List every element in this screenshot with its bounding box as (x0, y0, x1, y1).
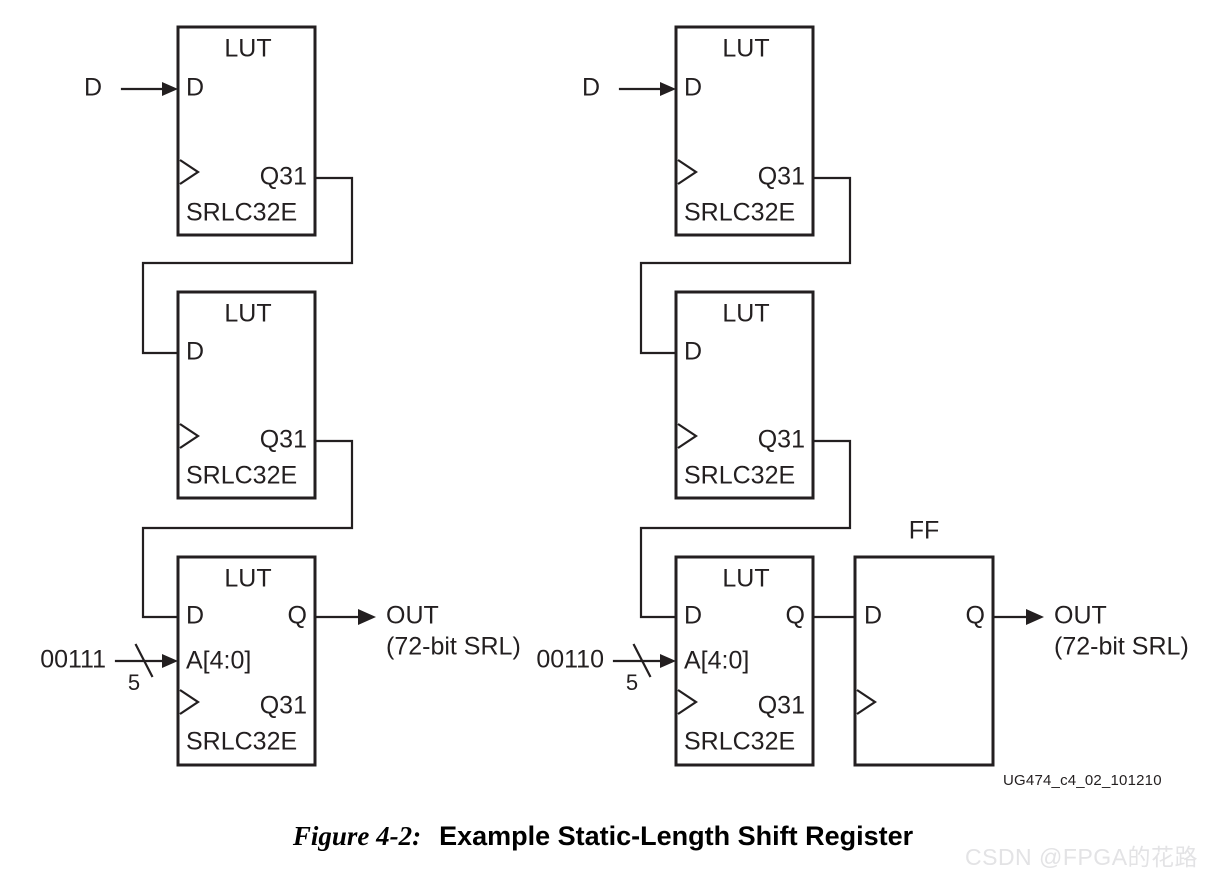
right-lut-1-clock-icon (677, 159, 698, 185)
left-lut-3-clock-icon (179, 689, 200, 715)
left-lut-3-subtitle: SRLC32E (186, 728, 297, 756)
right-lut-2-pin-q31: Q31 (758, 426, 805, 454)
left-lut-3-pin-q31: Q31 (260, 692, 307, 720)
left-d-input: D (84, 74, 178, 102)
left-lut-3-pin-q: Q (288, 602, 307, 630)
document-id-label: UG474_c4_02_101210 (1003, 772, 1162, 789)
left-bus-width-label: 5 (128, 670, 140, 695)
right-out-output: OUT (72-bit SRL) (991, 602, 1189, 661)
right-lut-2-subtitle: SRLC32E (684, 462, 795, 490)
left-lut-2-pin-d: D (186, 338, 204, 366)
left-lut-2-title: LUT (224, 300, 271, 328)
right-ff-clock-icon (856, 689, 877, 715)
right-ff-title: FF (909, 517, 940, 545)
figure-caption-number: Figure 4-2: (292, 820, 422, 851)
left-cascade-wire-1 (141, 176, 354, 355)
left-lut-block-1: LUT D Q31 SRLC32E (176, 25, 317, 237)
right-out-arrowhead (1026, 609, 1044, 625)
right-address-bus: 00110 5 (536, 643, 676, 695)
right-lut-3-pin-q31: Q31 (758, 692, 805, 720)
right-lut-1-pin-d: D (684, 74, 702, 102)
right-cascade-wire-1 (639, 176, 852, 355)
left-lut-2-clock-icon (179, 423, 200, 449)
right-lut-3-clock-icon (677, 689, 698, 715)
right-lut-block-3: LUT D Q A[4:0] Q31 SRLC32E (674, 555, 815, 767)
left-lut-3-pin-addr: A[4:0] (186, 647, 251, 675)
right-lut-2-title: LUT (722, 300, 769, 328)
left-lut-3-body (176, 555, 317, 767)
left-out-arrowhead (358, 609, 376, 625)
right-lut-2-body (674, 290, 815, 500)
right-lut-3-pin-addr: A[4:0] (684, 647, 749, 675)
figure-caption: Figure 4-2: Example Static-Length Shift … (0, 812, 1206, 860)
right-out-sublabel: (72-bit SRL) (1054, 633, 1189, 661)
right-lut-3-subtitle: SRLC32E (684, 728, 795, 756)
left-lut-1-pin-q31: Q31 (260, 163, 307, 191)
right-lut-2-clock-icon (677, 423, 698, 449)
right-lut-1-pin-q31: Q31 (758, 163, 805, 191)
left-d-input-label: D (84, 74, 102, 102)
left-lut-2-subtitle: SRLC32E (186, 462, 297, 490)
right-ff-pin-d: D (864, 602, 882, 630)
right-lut-3-pin-d: D (684, 602, 702, 630)
right-lut-1-title: LUT (722, 35, 769, 63)
left-out-output: OUT (72-bit SRL) (313, 602, 521, 661)
right-lut-1-subtitle: SRLC32E (684, 199, 795, 227)
right-lut-2-pin-d: D (684, 338, 702, 366)
right-address-value: 00110 (536, 646, 604, 674)
right-address-arrowhead (660, 654, 676, 668)
left-address-value: 00111 (40, 646, 106, 674)
left-lut-1-pin-d: D (186, 74, 204, 102)
left-lut-block-3: LUT D Q A[4:0] Q31 SRLC32E (176, 555, 317, 767)
right-ff-pin-q: Q (966, 602, 985, 630)
right-cascade-wire-2 (639, 439, 852, 619)
left-lut-1-title: LUT (224, 35, 271, 63)
left-out-label: OUT (386, 602, 439, 630)
left-lut-1-body (176, 25, 317, 237)
left-lut-2-body (176, 290, 317, 500)
left-lut-3-title: LUT (224, 565, 271, 593)
left-address-bus-slash (134, 643, 154, 678)
right-d-input-label: D (582, 74, 600, 102)
left-d-input-arrowhead (162, 82, 178, 96)
right-d-input: D (582, 74, 676, 102)
left-lut-block-2: LUT D Q31 SRLC32E (176, 290, 317, 500)
right-out-label: OUT (1054, 602, 1107, 630)
right-d-input-arrowhead (660, 82, 676, 96)
right-address-bus-slash (632, 643, 652, 678)
right-lut-block-1: LUT D Q31 SRLC32E (674, 25, 815, 237)
right-ff-block: FF D Q (853, 517, 995, 767)
left-out-sublabel: (72-bit SRL) (386, 633, 521, 661)
left-lut-2-pin-q31: Q31 (260, 426, 307, 454)
left-lut-1-clock-icon (179, 159, 200, 185)
left-lut-1-subtitle: SRLC32E (186, 199, 297, 227)
right-ff-body (853, 555, 995, 767)
right-lut-block-2: LUT D Q31 SRLC32E (674, 290, 815, 500)
left-address-bus: 00111 5 (40, 643, 178, 695)
left-address-arrowhead (162, 654, 178, 668)
right-lut-1-body (674, 25, 815, 237)
right-bus-width-label: 5 (626, 670, 638, 695)
left-lut-3-pin-d: D (186, 602, 204, 630)
right-lut-3-pin-q: Q (786, 602, 805, 630)
right-lut-3-title: LUT (722, 565, 769, 593)
left-cascade-wire-2 (141, 439, 354, 619)
figure-caption-title: Example Static-Length Shift Register (439, 820, 914, 851)
csdn-watermark: CSDN @FPGA的花路 (965, 844, 1199, 870)
